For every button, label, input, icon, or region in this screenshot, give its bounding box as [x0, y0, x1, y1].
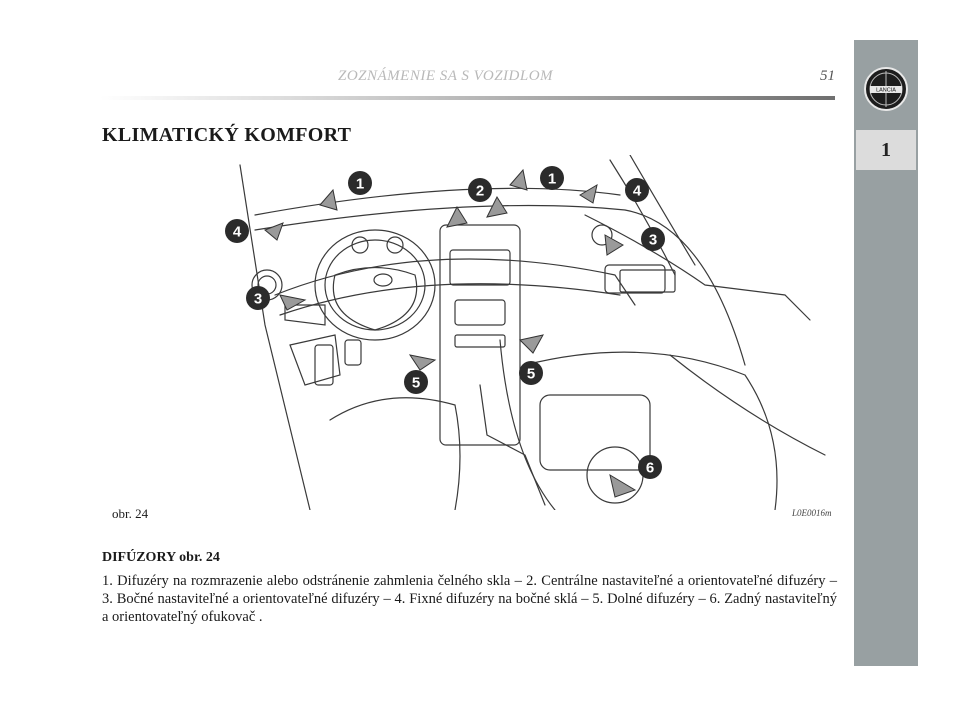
lancia-logo-icon: LANCIA: [864, 67, 908, 111]
figure-code: L0E0016m: [792, 508, 832, 518]
callout-4b: 4: [233, 224, 242, 241]
dashboard-illustration: 1 2 1 4 4 3 3 5 5 6: [225, 155, 826, 510]
callout-4a: 4: [633, 183, 642, 200]
callout-5b: 5: [527, 366, 535, 383]
callout-1b: 1: [548, 171, 556, 188]
callout-5a: 5: [412, 375, 420, 392]
callout-2: 2: [476, 183, 484, 200]
chapter-tab[interactable]: 1: [856, 130, 916, 170]
chapter-number: 1: [881, 138, 891, 161]
callout-6: 6: [646, 460, 654, 477]
page-number: 51: [820, 68, 835, 84]
figure-label: obr. 24: [112, 506, 149, 521]
page-title: KLIMATICKÝ KOMFORT: [102, 124, 352, 146]
header-rule: [100, 96, 835, 100]
callout-3b: 3: [254, 291, 262, 308]
section-heading: DIFÚZORY obr. 24: [102, 550, 220, 565]
section-body: 1. Difuzéry na rozmrazenie alebo odstrán…: [102, 573, 837, 625]
running-header: ZOZNÁMENIE SA S VOZIDLOM 51: [100, 60, 835, 100]
callout-1a: 1: [356, 176, 364, 193]
logo-text: LANCIA: [876, 88, 896, 94]
callout-3a: 3: [649, 232, 657, 249]
running-title: ZOZNÁMENIE SA S VOZIDLOM: [338, 68, 554, 84]
